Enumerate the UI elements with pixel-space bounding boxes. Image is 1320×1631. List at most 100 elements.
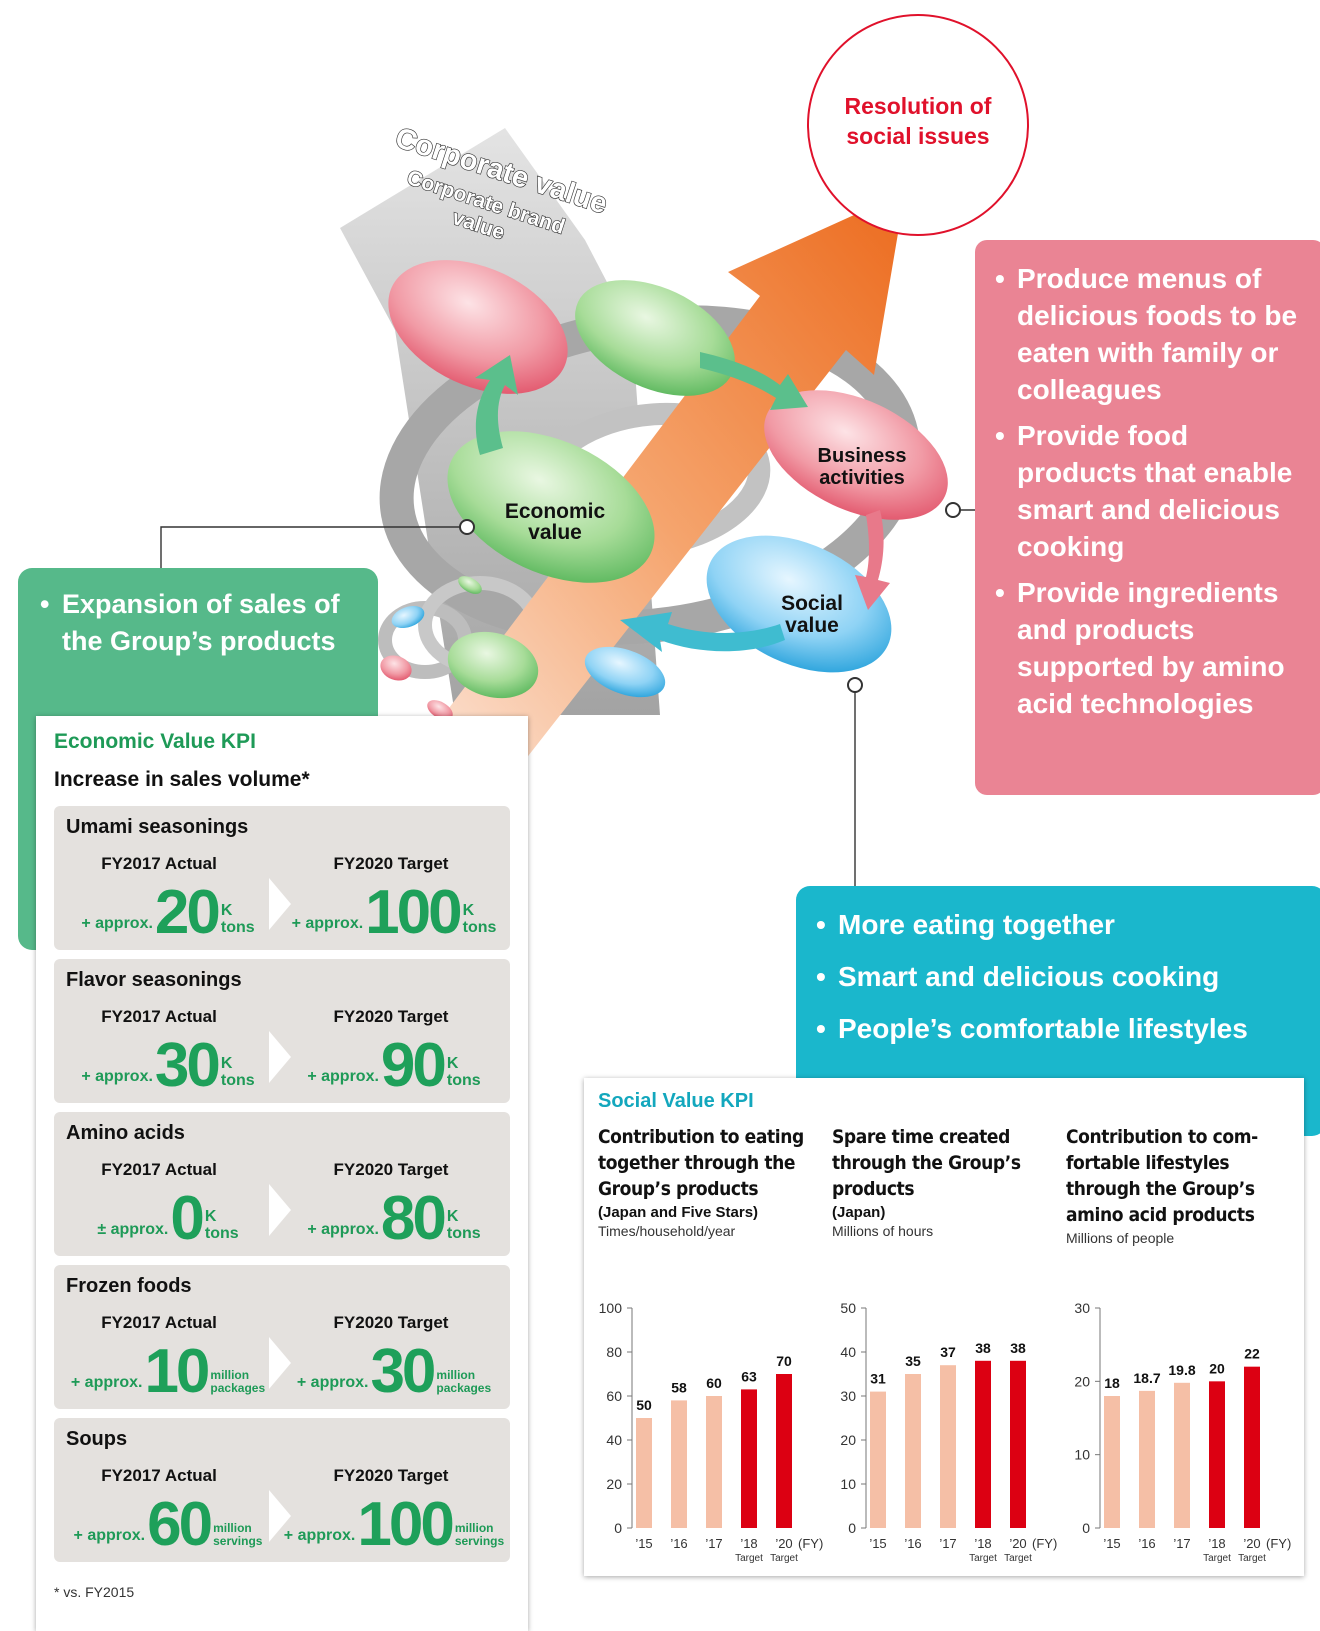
bar-value-label: 60 [706, 1375, 722, 1391]
economic-label-1: Economic [505, 500, 606, 523]
bar-value-label: 50 [636, 1397, 652, 1413]
resolution-label-1: Resolution of [845, 93, 992, 119]
target-label: FY2020 Target [333, 1313, 449, 1332]
y-tick-label: 60 [606, 1388, 622, 1404]
bar-chart: 0102030405031’1535’1637’1738’18Target38’… [840, 1300, 1057, 1564]
target-label: FY2020 Target [333, 854, 449, 873]
y-tick-label: 10 [1074, 1447, 1090, 1463]
y-tick-label: 20 [1074, 1373, 1090, 1389]
chevron-right-icon [269, 1184, 291, 1236]
bar [940, 1365, 956, 1528]
actual-number: 10 [144, 1337, 210, 1406]
x-tick-label: ’17 [705, 1536, 722, 1551]
economic-oval [447, 431, 655, 583]
economic-callout-item: Expansion of sales of the Group’s produc… [40, 586, 370, 660]
target-label: FY2020 Target [333, 1466, 449, 1485]
bar [1209, 1381, 1225, 1528]
x-axis-unit: (FY) [1032, 1536, 1057, 1551]
target-number: 100 [357, 1490, 454, 1559]
social-label-2: value [785, 614, 839, 637]
x-tick-label: ’18 [740, 1536, 757, 1551]
actual-label: FY2017 Actual [101, 1160, 217, 1179]
approx-prefix: + approx. [307, 1068, 379, 1085]
chevron-right-icon [269, 878, 291, 930]
target-number: 100 [365, 878, 462, 947]
approx-prefix: + approx. [291, 915, 364, 932]
business-callout-box: Produce menus of delicious foods to be e… [975, 240, 1320, 795]
x-tick-label: ’15 [1103, 1536, 1120, 1551]
kpi-card-title: Umami seasonings [66, 816, 249, 838]
bar [870, 1391, 886, 1528]
chart-subtitle: (Japan and Five Stars) [598, 1204, 759, 1221]
x-tick-label: ’15 [869, 1536, 886, 1551]
chart-ylabel: Millions of people [1066, 1230, 1175, 1246]
bar-value-label: 20 [1209, 1360, 1225, 1376]
bar [636, 1418, 652, 1528]
actual-number: 30 [154, 1031, 221, 1100]
economic-label-2: value [528, 521, 582, 544]
approx-prefix: ± approx. [97, 1221, 169, 1238]
x-tick-label: ’20 [1243, 1536, 1260, 1551]
chart-subtitle: (Japan) [832, 1204, 886, 1221]
y-tick-label: 40 [606, 1432, 622, 1448]
approx-prefix: + approx. [81, 1068, 153, 1085]
business-oval [764, 390, 948, 520]
approx-prefix: + approx. [81, 915, 153, 932]
kpi-card-amino: Amino acids FY2017 Actual FY2020 Target … [54, 1112, 510, 1256]
bar-chart: 010203018’1518.7’1619.8’1720’18Target22’… [1074, 1300, 1291, 1564]
x-tick-label: ’16 [1138, 1536, 1155, 1551]
target-number: 90 [380, 1031, 447, 1100]
kpi-card-soups: Soups FY2017 Actual FY2020 Target + appr… [54, 1418, 510, 1562]
bar [741, 1389, 757, 1528]
y-tick-label: 0 [614, 1520, 622, 1536]
kpi-card-title: Soups [66, 1428, 128, 1450]
chevron-right-icon [269, 1031, 291, 1083]
economic-kpi-subtitle: Increase in sales volume* [54, 768, 310, 791]
resolution-label-2: social issues [846, 123, 989, 149]
resolution-circle [807, 14, 1029, 236]
bar-value-label: 63 [741, 1368, 757, 1384]
connector-economic [160, 526, 467, 568]
x-tick-note: Target [1238, 1553, 1266, 1564]
bar [1104, 1396, 1120, 1528]
y-tick-label: 10 [840, 1476, 856, 1492]
approx-prefix: + approx. [283, 1527, 356, 1544]
actual-label: FY2017 Actual [101, 1466, 217, 1485]
economic-kpi-panel: Economic Value KPI Increase in sales vol… [36, 716, 528, 1631]
business-callout-item: Provide food products that enable smart … [995, 417, 1315, 565]
actual-label: FY2017 Actual [101, 854, 217, 873]
actual-number: 0 [170, 1184, 205, 1253]
y-tick-label: 20 [606, 1476, 622, 1492]
y-tick-label: 30 [1074, 1300, 1090, 1316]
business-label-1: Business [818, 445, 907, 467]
x-tick-label: ’18 [974, 1536, 991, 1551]
bar-chart: 02040608010050’1558’1660’1763’18Target70… [599, 1300, 824, 1564]
bar [905, 1374, 921, 1528]
kpi-card-umami: Umami seasonings FY2017 Actual FY2020 Ta… [54, 806, 510, 950]
approx-prefix: + approx. [70, 1374, 143, 1391]
social-label-1: Social [781, 592, 843, 615]
bar-value-label: 38 [1010, 1340, 1026, 1356]
bar [1174, 1382, 1190, 1528]
x-tick-note: Target [735, 1553, 763, 1564]
business-callout-item: Produce menus of delicious foods to be e… [995, 260, 1315, 408]
resolution-arrow [440, 192, 905, 760]
bar [1139, 1390, 1155, 1528]
y-tick-label: 50 [840, 1300, 856, 1316]
